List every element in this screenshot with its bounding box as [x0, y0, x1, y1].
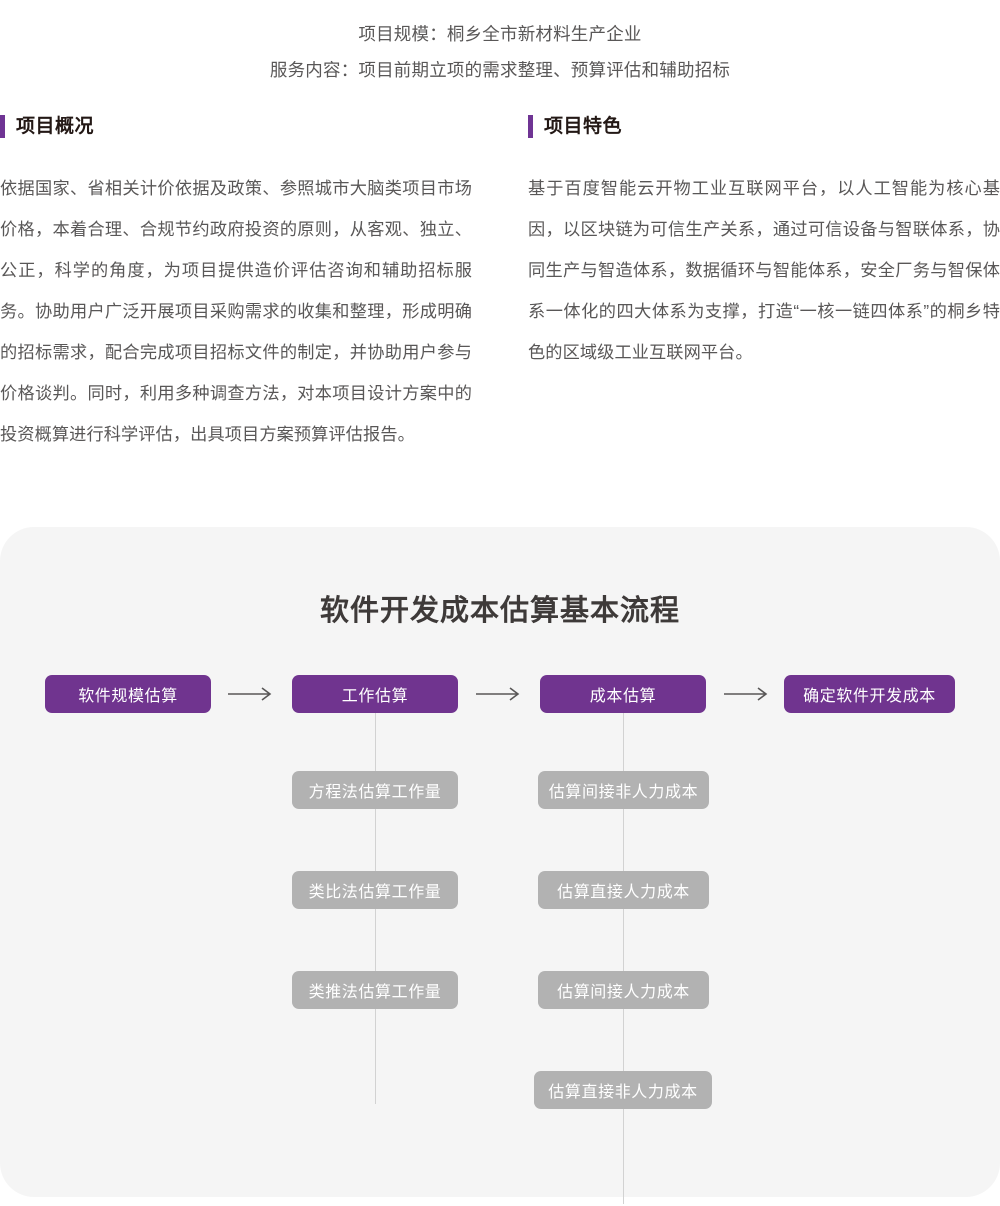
content-columns: 项目概况 依据国家、省相关计价依据及政策、参照城市大脑类项目市场价格，本着合理、…	[0, 110, 1000, 500]
section-title: 项目特色	[544, 115, 623, 137]
flow-node-label: 估算间接非人力成本	[548, 784, 699, 801]
intro-block: 项目规模：桐乡全市新材料生产企业 服务内容：项目前期立项的需求整理、预算评估和辅…	[0, 16, 1000, 88]
section-header-project-features: 项目特色	[528, 110, 1000, 142]
flow-node-stage-2-child-3[interactable]: 估算直接非人力成本	[534, 1071, 712, 1109]
flow-arrow-1	[476, 685, 524, 703]
column-project-overview: 项目概况 依据国家、省相关计价依据及政策、参照城市大脑类项目市场价格，本着合理、…	[0, 110, 472, 455]
flowchart-panel: 软件开发成本估算基本流程 软件规模估算 工作估算 成本估算	[0, 527, 1000, 1204]
flow-node-stage-2-child-1[interactable]: 估算直接人力成本	[538, 871, 709, 909]
connector-line-cost-estimation	[623, 694, 624, 1204]
flow-node-label: 类比法估算工作量	[308, 884, 442, 901]
flow-node-label: 估算直接人力成本	[557, 884, 690, 901]
section-body-project-features: 基于百度智能云开物工业互联网平台，以人工智能为核心基因，以区块链为可信生产关系，…	[528, 178, 1000, 362]
flow-node-label: 成本估算	[589, 688, 657, 705]
section-header-project-overview: 项目概况	[0, 110, 472, 142]
flow-arrow-2	[724, 685, 772, 703]
flow-node-label: 工作估算	[341, 688, 409, 705]
flow-node-label: 方程法估算工作量	[308, 784, 442, 801]
flowchart-title: 软件开发成本估算基本流程	[319, 595, 680, 627]
accent-bar-icon	[528, 114, 533, 138]
flow-node-stage-2-child-0[interactable]: 估算间接非人力成本	[538, 771, 709, 809]
section-body-project-overview: 依据国家、省相关计价依据及政策、参照城市大脑类项目市场价格，本着合理、合规节约政…	[0, 178, 472, 444]
flow-node-stage-2-child-2[interactable]: 估算间接人力成本	[538, 971, 709, 1009]
flow-node-stage-1-child-2[interactable]: 类推法估算工作量	[292, 971, 458, 1009]
flow-node-label: 类推法估算工作量	[308, 984, 442, 1001]
flow-node-stage-1-child-1[interactable]: 类比法估算工作量	[292, 871, 458, 909]
intro-line-service-content: 服务内容：项目前期立项的需求整理、预算评估和辅助招标	[269, 60, 731, 80]
accent-bar-icon	[0, 114, 5, 138]
flow-node-label: 估算直接非人力成本	[548, 1084, 698, 1101]
flow-node-stage-1-child-0[interactable]: 方程法估算工作量	[292, 771, 458, 809]
flow-arrow-0	[228, 685, 276, 703]
flow-node-label: 估算间接人力成本	[557, 984, 690, 1001]
flow-node-stage-3[interactable]: 确定软件开发成本	[784, 675, 955, 713]
intro-line-project-scale: 项目规模：桐乡全市新材料生产企业	[358, 24, 642, 44]
flow-node-stage-1[interactable]: 工作估算	[292, 675, 458, 713]
flow-node-label: 软件规模估算	[78, 688, 178, 705]
flowchart-diagram: 软件规模估算 工作估算 成本估算 确定软件开发成本	[0, 527, 1000, 1204]
flow-node-stage-0[interactable]: 软件规模估算	[45, 675, 211, 713]
column-project-features: 项目特色 基于百度智能云开物工业互联网平台，以人工智能为核心基因，以区块链为可信…	[528, 110, 1000, 373]
section-title: 项目概况	[16, 115, 95, 137]
flow-node-stage-2[interactable]: 成本估算	[540, 675, 706, 713]
flow-node-label: 确定软件开发成本	[803, 688, 936, 705]
